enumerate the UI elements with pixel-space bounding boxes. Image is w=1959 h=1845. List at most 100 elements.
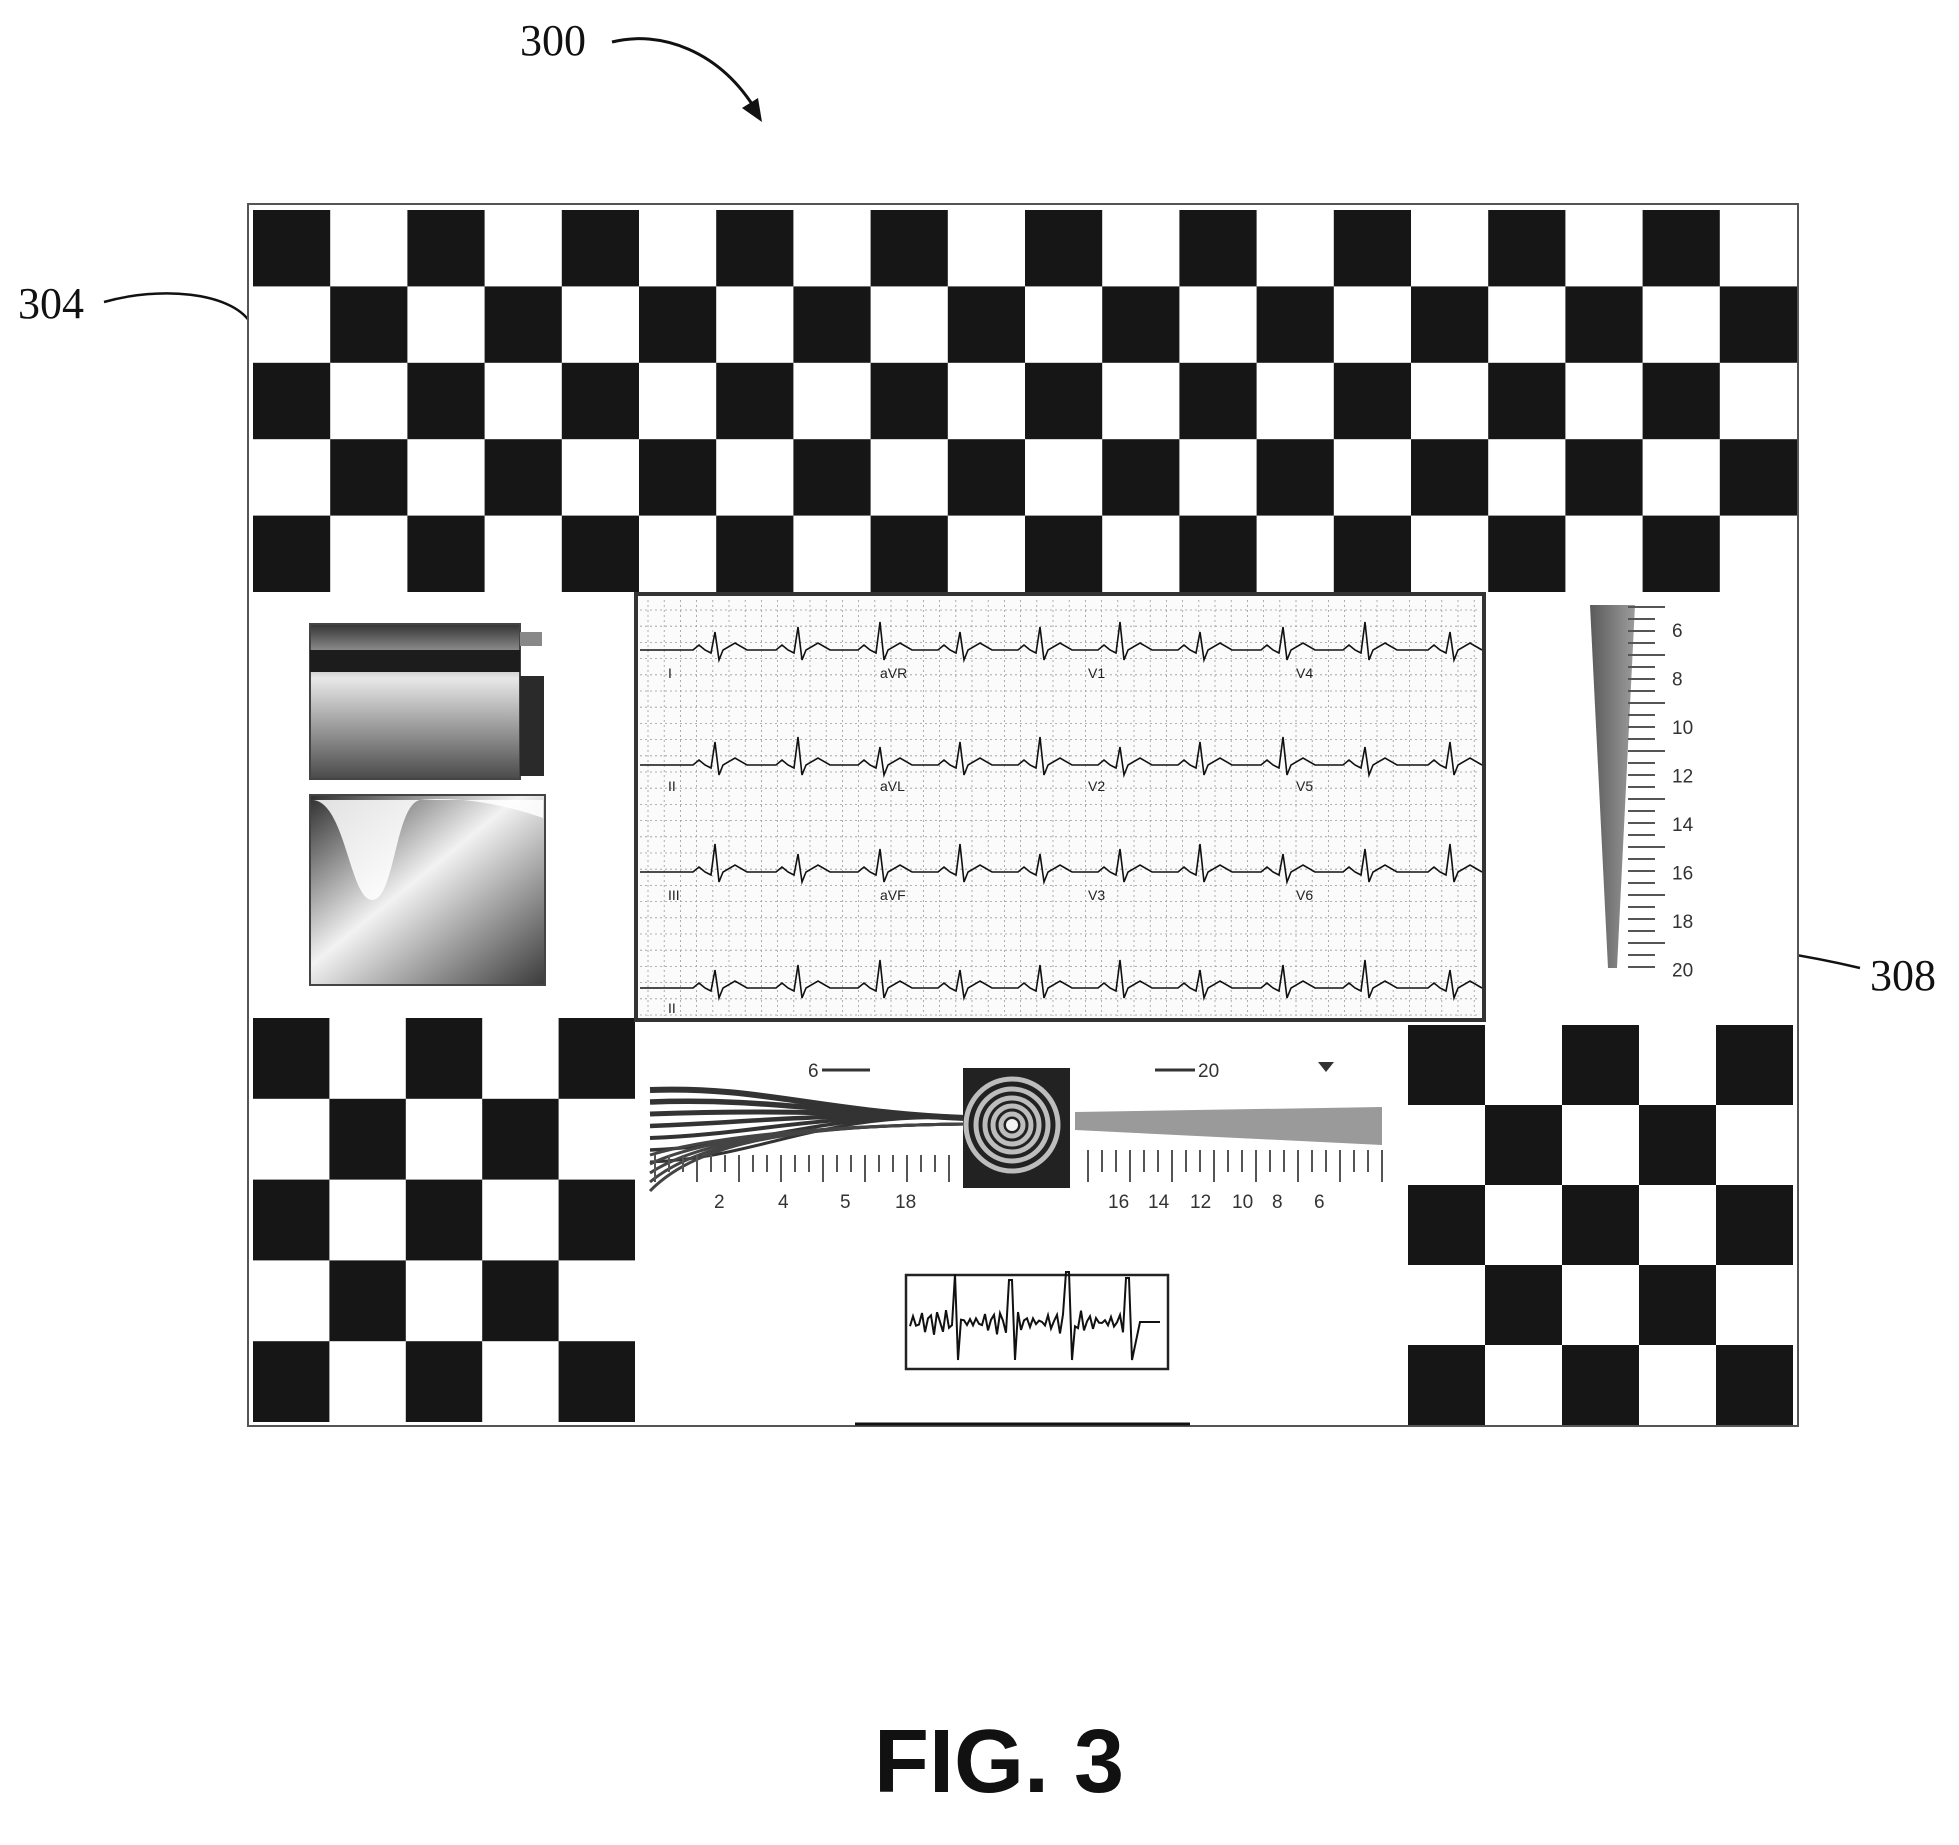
horizontal-scale-label: 14 bbox=[1148, 1192, 1170, 1213]
checker-top-square bbox=[1411, 286, 1488, 362]
gradient-patch-dark-band bbox=[310, 650, 520, 672]
checker-top-square bbox=[407, 363, 484, 439]
checker-top-square bbox=[1488, 363, 1565, 439]
ecg-lead-label: V1 bbox=[1088, 665, 1105, 681]
horizontal-scale-label: 5 bbox=[840, 1192, 851, 1213]
horizontal-scale-label: 12 bbox=[1190, 1192, 1211, 1213]
ref-304-leader bbox=[104, 293, 250, 322]
vertical-scale-label: 10 bbox=[1672, 718, 1693, 739]
ref-308-label: 308 bbox=[1870, 951, 1936, 1000]
ecg-lead-label: aVR bbox=[880, 665, 907, 681]
checker-bl-square bbox=[329, 1099, 405, 1180]
checker-bl-square bbox=[406, 1341, 482, 1422]
vertical-scale-label: 16 bbox=[1672, 864, 1693, 885]
checker-top-square bbox=[1565, 286, 1642, 362]
checker-top-square bbox=[1334, 516, 1411, 592]
checker-top-square bbox=[330, 439, 407, 515]
checker-top-square bbox=[562, 516, 639, 592]
checker-top-square bbox=[1643, 210, 1720, 286]
checker-top-square bbox=[1411, 439, 1488, 515]
gradient-patch-upper bbox=[310, 624, 520, 779]
ecg-lead-label: I bbox=[668, 665, 672, 681]
checker-top-square bbox=[1179, 210, 1256, 286]
checker-br-square bbox=[1639, 1105, 1716, 1185]
checker-top-square bbox=[1488, 516, 1565, 592]
checker-top-square bbox=[871, 516, 948, 592]
checker-br-square bbox=[1562, 1025, 1639, 1105]
checker-top-square bbox=[716, 363, 793, 439]
ref-304-label: 304 bbox=[18, 279, 84, 328]
gradient-patch-side-bar bbox=[520, 676, 544, 776]
checker-bl-square bbox=[406, 1018, 482, 1099]
checker-top-square bbox=[1565, 439, 1642, 515]
checker-top-square bbox=[1025, 363, 1102, 439]
checker-top-square bbox=[871, 210, 948, 286]
horizontal-scale-label: 4 bbox=[778, 1192, 789, 1213]
vertical-scale-label: 12 bbox=[1672, 767, 1693, 788]
ecg-panel-border bbox=[636, 594, 1484, 1020]
checker-bl-square bbox=[482, 1260, 558, 1341]
checker-top-square bbox=[1334, 363, 1411, 439]
checker-top-square bbox=[1257, 286, 1334, 362]
checker-br-square bbox=[1408, 1345, 1485, 1425]
figure-caption: FIG. 3 bbox=[874, 1712, 1124, 1812]
ref-300-label: 300 bbox=[520, 16, 586, 65]
vertical-scale-label: 18 bbox=[1672, 912, 1693, 933]
checker-top-square bbox=[1643, 363, 1720, 439]
ecg-lead-label: aVL bbox=[880, 778, 905, 794]
checker-top-square bbox=[716, 210, 793, 286]
ecg-lead-label: V5 bbox=[1296, 778, 1313, 794]
vertical-scale-label: 14 bbox=[1672, 815, 1694, 836]
ecg-lead-label: V6 bbox=[1296, 887, 1313, 903]
ecg-lead-label: aVF bbox=[880, 887, 906, 903]
checker-top-square bbox=[253, 363, 330, 439]
checker-bl-square bbox=[482, 1099, 558, 1180]
checker-top-square bbox=[1025, 516, 1102, 592]
ring-center bbox=[1006, 1119, 1018, 1131]
checker-top-square bbox=[1025, 210, 1102, 286]
horizontal-scale-label: 2 bbox=[714, 1192, 725, 1213]
checker-bl-square bbox=[559, 1341, 635, 1422]
checker-br-square bbox=[1639, 1265, 1716, 1345]
checker-top-square bbox=[562, 363, 639, 439]
ecg-lead-label: V3 bbox=[1088, 887, 1105, 903]
checker-top-square bbox=[793, 439, 870, 515]
checker-bl-square bbox=[253, 1341, 329, 1422]
checker-br-square bbox=[1562, 1185, 1639, 1265]
checker-br-square bbox=[1485, 1105, 1562, 1185]
checker-top-square bbox=[793, 286, 870, 362]
grayscale-patches bbox=[310, 624, 545, 985]
top-label-left: 6 bbox=[808, 1061, 819, 1082]
checker-top-square bbox=[253, 210, 330, 286]
checker-br-square bbox=[1716, 1025, 1793, 1105]
checker-bl-square bbox=[559, 1180, 635, 1261]
checker-top-square bbox=[639, 439, 716, 515]
checker-top-square bbox=[948, 439, 1025, 515]
horizontal-scale-label: 6 bbox=[1314, 1192, 1325, 1213]
rhythm-strip bbox=[906, 1272, 1168, 1369]
checker-br-square bbox=[1562, 1345, 1639, 1425]
checkerboard-bottom-left bbox=[253, 1018, 635, 1422]
checker-top-square bbox=[639, 286, 716, 362]
checker-br-square bbox=[1408, 1025, 1485, 1105]
checker-bl-square bbox=[329, 1260, 405, 1341]
checker-top-square bbox=[330, 286, 407, 362]
ecg-panel: IaVRV1V4IIaVLV2V5IIIaVFV3V6II bbox=[636, 594, 1484, 1020]
checker-bl-square bbox=[559, 1018, 635, 1099]
checker-top-square bbox=[1720, 286, 1797, 362]
horizontal-scale-label: 10 bbox=[1232, 1192, 1253, 1213]
checker-bl-square bbox=[406, 1180, 482, 1261]
checker-top-square bbox=[485, 286, 562, 362]
checker-top-square bbox=[1720, 439, 1797, 515]
checker-top-square bbox=[1257, 439, 1334, 515]
checker-bl-square bbox=[253, 1018, 329, 1099]
checker-br-square bbox=[1716, 1185, 1793, 1265]
ref-300-arrow-line bbox=[612, 39, 757, 112]
vertical-scale-label: 6 bbox=[1672, 621, 1683, 642]
checkerboard-bottom-right bbox=[1408, 1025, 1793, 1425]
horizontal-scale-label: 16 bbox=[1108, 1192, 1129, 1213]
checker-top-square bbox=[1488, 210, 1565, 286]
checker-top-square bbox=[1179, 516, 1256, 592]
checker-br-square bbox=[1485, 1265, 1562, 1345]
checker-top-square bbox=[407, 516, 484, 592]
